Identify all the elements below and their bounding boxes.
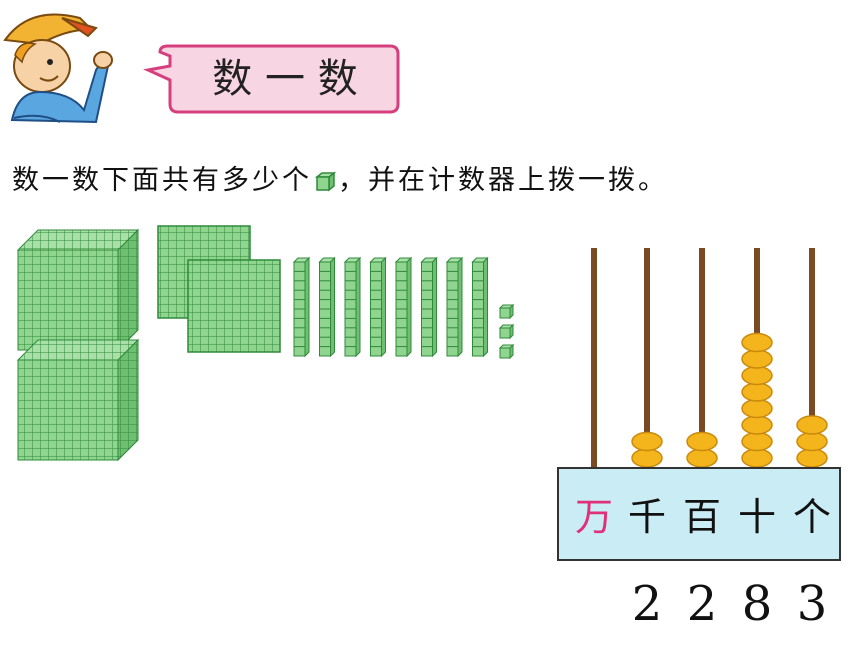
abacus-counter[interactable]: 万千百十个 (557, 248, 841, 561)
ten-rod (394, 256, 413, 358)
abacus-base (557, 467, 841, 561)
abacus-bead[interactable] (796, 448, 828, 468)
place-digit: 3 (797, 576, 828, 632)
unit-cubes (498, 303, 515, 360)
place-label: 个 (793, 495, 831, 539)
place-digit: 8 (742, 576, 773, 632)
ten-rod (343, 256, 362, 358)
place-digit: 2 (632, 576, 663, 632)
ten-rod (318, 256, 336, 358)
unit-cube-icon (314, 168, 337, 199)
abacus-bead[interactable] (741, 398, 773, 419)
ten-rod (445, 256, 464, 358)
ten-rod (420, 256, 438, 358)
instruction-after: ，并在计数器上拨一拨。 (338, 165, 668, 196)
abacus-rod (699, 248, 705, 470)
instruction-before: 数一数下面共有多少个 (12, 165, 312, 196)
place-label: 千 (628, 495, 666, 539)
thousand-cubes (16, 228, 140, 462)
abacus-bead[interactable] (741, 365, 773, 386)
abacus-rod (591, 248, 597, 470)
abacus-place-labels: 万千百十个 (575, 495, 831, 539)
title-bubble: 数 一 数 (143, 44, 400, 114)
abacus-bead[interactable] (741, 415, 773, 435)
abacus-bead[interactable] (631, 431, 663, 452)
place-digit: 2 (687, 576, 718, 632)
abacus-bead[interactable] (796, 431, 828, 452)
abacus-bead[interactable] (741, 349, 773, 369)
ten-rod (369, 256, 387, 358)
thousand-cube (16, 338, 140, 462)
place-label: 百 (683, 495, 721, 539)
abacus-bead[interactable] (796, 415, 828, 435)
instruction-text: 数一数下面共有多少个 ，并在计数器上拨一拨。 (12, 158, 668, 199)
unit-cube (498, 323, 515, 340)
thousand-cube (16, 228, 140, 352)
hundred-flat (187, 259, 281, 353)
abacus-rod (809, 248, 815, 470)
abacus-bead[interactable] (741, 332, 773, 353)
hundred-flats (157, 225, 281, 353)
unit-cube (498, 343, 515, 360)
ten-rod (471, 256, 489, 358)
abacus-bead[interactable] (741, 431, 773, 452)
abacus-bead[interactable] (631, 448, 663, 468)
abacus-bead[interactable] (741, 448, 773, 468)
ten-rod (292, 256, 311, 358)
abacus-bead[interactable] (686, 448, 718, 468)
abacus-beads (631, 332, 828, 468)
page-title: 数 一 数 (212, 56, 357, 102)
place-label: 万 (575, 495, 613, 539)
abacus-bead[interactable] (686, 431, 718, 452)
abacus-bead[interactable] (741, 382, 773, 402)
cartoon-boy-icon (3, 13, 113, 124)
place-label: 十 (738, 495, 776, 539)
ten-rods (292, 256, 489, 358)
abacus-rod (644, 248, 650, 470)
unit-cube (498, 303, 515, 320)
